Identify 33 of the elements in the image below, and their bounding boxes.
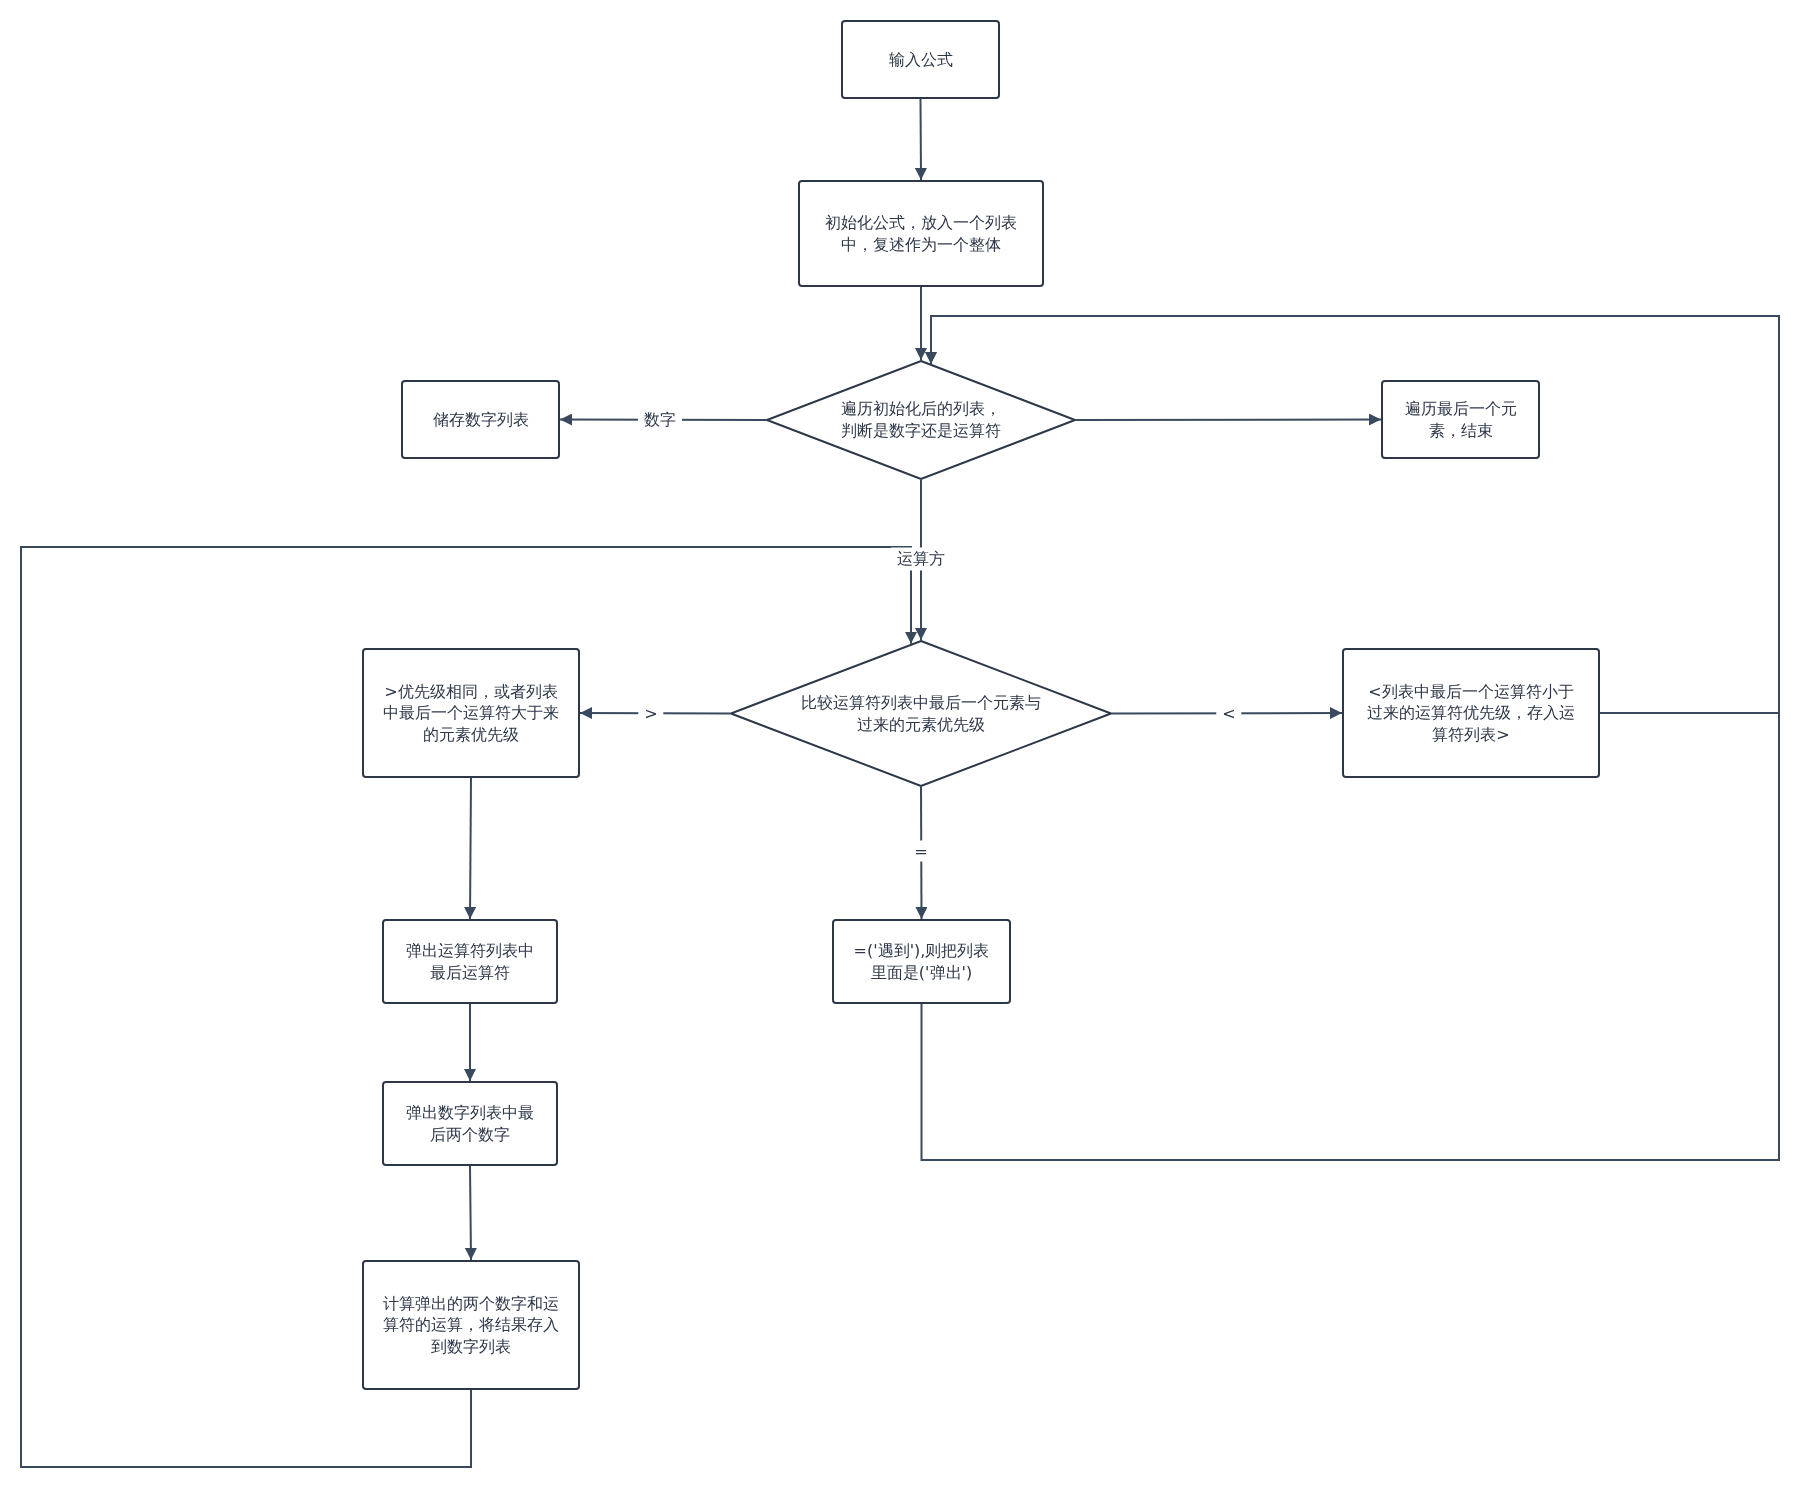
decision-diamond xyxy=(766,360,1076,480)
process-box xyxy=(1342,648,1600,778)
node-text: 输入公式 xyxy=(888,48,953,71)
node-text: 遍历初始化后的列表，判断是数字还是运算符 xyxy=(840,398,1002,442)
node-text: 遍历最后一个元素，结束 xyxy=(1403,397,1518,442)
arrow xyxy=(464,777,477,920)
process-box xyxy=(382,919,558,1004)
node-text: <列表中最后一个运算符小于过来的运算符优先级，存入运算符列表> xyxy=(1366,680,1576,746)
arrow xyxy=(464,1003,476,1082)
process-box xyxy=(841,20,1000,99)
arrow xyxy=(464,1165,477,1261)
process-box xyxy=(1381,380,1540,459)
arrow xyxy=(1075,413,1382,426)
node-text: 初始化公式，放入一个列表中，复述作为一个整体 xyxy=(824,211,1018,256)
decision-diamond xyxy=(730,640,1112,787)
node-text: 弹出运算符列表中最后运算符 xyxy=(405,939,535,984)
node-text: >优先级相同，或者列表中最后一个运算符大于来的元素优先级 xyxy=(382,680,560,746)
process-box xyxy=(382,1081,558,1166)
process-box xyxy=(362,648,580,778)
process-box xyxy=(798,180,1044,287)
node-text: 计算弹出的两个数字和运算符的运算，将结果存入到数字列表 xyxy=(382,1292,560,1358)
arrow xyxy=(920,315,1780,1161)
arrow xyxy=(915,286,927,361)
node-text: 比较运算符列表中最后一个元素与过来的元素优先级 xyxy=(800,691,1042,736)
node-text: =('遇到'),则把列表里面是('弹出') xyxy=(852,939,991,984)
node-text: 储存数字列表 xyxy=(432,408,529,431)
process-box xyxy=(401,380,560,459)
node-text: 弹出数字列表中最后两个数字 xyxy=(405,1101,535,1146)
arrow xyxy=(1111,707,1343,720)
process-box xyxy=(362,1260,580,1390)
arrow xyxy=(914,98,927,181)
arrow xyxy=(20,546,917,1468)
process-box xyxy=(832,919,1011,1004)
